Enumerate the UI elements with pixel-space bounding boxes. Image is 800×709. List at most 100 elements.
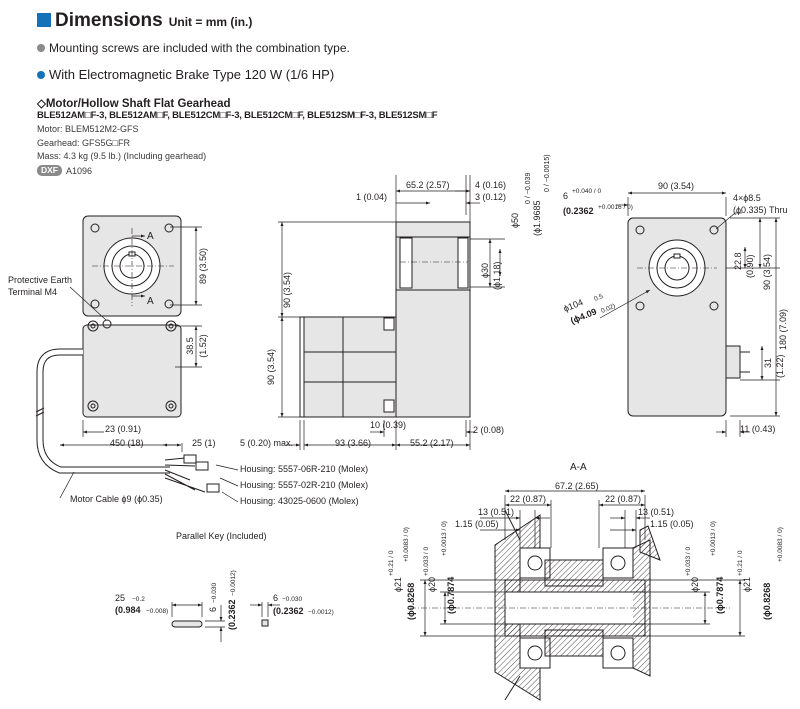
side-view-labels: 65.2 (2.57) 4 (0.16) 3 (0.12) 1 (0.04) ϕ… [240, 154, 551, 448]
dim-phi50-tol: 0 / −0.039 [525, 173, 532, 204]
dim-2: 2 (0.08) [473, 425, 504, 435]
housing-1: Housing: 5557-06R-210 (Molex) [240, 464, 368, 474]
unit-label: Unit = mm (in.) [168, 15, 253, 29]
dim-4: 4 (0.16) [475, 180, 506, 190]
dimensions-title: Dimensions [55, 10, 163, 31]
blue-bullet-icon [37, 70, 45, 79]
bearing-right-bottom [602, 637, 634, 669]
mounting-note-text: Mounting screws are included with the co… [49, 41, 350, 55]
sec-dim-22-right: 22 (0.87) [605, 494, 641, 504]
section-heading-text: With Electromagnetic Brake Type 120 W (1… [49, 67, 335, 82]
bearing-right-top [602, 547, 634, 579]
mounting-note: Mounting screws are included with the co… [37, 41, 350, 55]
dim-1: 1 (0.04) [356, 192, 387, 202]
sec-dim-phi20-left: ϕ20 [427, 577, 437, 592]
key-dim-6-in-tol: −0.0012) [230, 570, 237, 596]
gear-dim-90: 90 (3.54) [658, 181, 694, 191]
gear-dim-22-8-in: (0.90) [745, 254, 755, 278]
housing-2: Housing: 5557-02R-210 (Molex) [240, 480, 368, 490]
a-mark-top: A [147, 231, 154, 242]
key-side-view [171, 620, 203, 628]
subsection-heading: ◇Motor/Hollow Shaft Flat Gearhead [37, 98, 231, 110]
dim-5: 5 (0.20) max. [240, 438, 293, 448]
dim-90-bottom: 90 (3.54) [266, 349, 276, 385]
sec-dim-phi21-left: ϕ21 [393, 577, 403, 592]
mass-spec: Mass: 4.3 kg (9.5 lb.) (Including gearhe… [37, 151, 207, 161]
sec-dim-phi0-8268-tol-left: +0.0083 / 0) [403, 527, 410, 562]
gear-face-labels: 6 +0.040 / 0 (0.2362 +0.0016 / 0) 90 (3.… [562, 181, 788, 434]
gear-dim-31: 31 [763, 358, 773, 368]
sec-dim-1-15-left: 1.15 (0.05) [455, 519, 499, 529]
gear-dim-22-8: 22.8 [733, 252, 743, 270]
side-view [278, 175, 505, 450]
sec-dim-phi0-7874-right: (ϕ0.7874 [715, 577, 725, 614]
sec-dim-13-right: 13 (0.51) [638, 507, 674, 517]
key-dim-6b-in: (0.2362 [273, 606, 304, 616]
gear-dim-phi104-tol: 0.5 [593, 293, 604, 303]
dim-450: 450 (18) [110, 438, 144, 448]
gear-dim-31-in: (1.22) [775, 354, 785, 378]
key-end-view [261, 619, 269, 627]
key-dim-25-in: (0.984 [115, 605, 141, 615]
gear-dim-6-in-tol: +0.0016 / 0) [598, 204, 633, 211]
gear-dim-180: 180 (7.09) [778, 309, 788, 350]
sec-dim-1-15-right: 1.15 (0.05) [650, 519, 694, 529]
dim-23: 23 (0.91) [105, 424, 141, 434]
a-mark-bottom: A [147, 296, 154, 307]
parallel-key-labels: Parallel Key (Included) 25 −0.2 (0.984 −… [115, 531, 334, 630]
section-aa [410, 489, 745, 701]
section-aa-labels: A-A 67.2 (2.65) 22 (0.87) 22 (0.87) 13 (… [388, 462, 784, 620]
key-dim-25-in-tol: −0.008) [146, 608, 168, 615]
dxf-code: A1096 [66, 165, 93, 176]
dim-phi30: ϕ30 [480, 263, 490, 278]
dim-65-2: 65.2 (2.57) [406, 180, 450, 190]
dim-93: 93 (3.66) [335, 438, 371, 448]
gear-dim-6-tol: +0.040 / 0 [572, 188, 601, 195]
sec-dim-phi0-8268-right: (ϕ0.8268 [762, 583, 772, 620]
gear-face-view [599, 191, 780, 437]
gear-dim-6: 6 [563, 191, 568, 201]
dim-55-2: 55.2 (2.17) [410, 438, 454, 448]
dim-38-5: 38.5 [185, 337, 195, 355]
front-view-labels: Protective Earth Terminal M4 A A 89 (3.5… [8, 231, 368, 506]
motor-spec: Motor: BLEM512M2-GFS [37, 124, 139, 134]
gear-dim-holes-in: (ϕ0.335) Thru [733, 205, 788, 215]
dim-90-top: 90 (3.54) [282, 272, 292, 308]
sec-dim-22-left: 22 (0.87) [510, 494, 546, 504]
dim-phi50-in-tol: 0 / −0.0015) [544, 154, 551, 192]
sec-dim-phi20-tol-right: +0.033 / 0 [685, 547, 692, 576]
protective-earth-terminal [102, 319, 112, 329]
sec-dim-67-2: 67.2 (2.65) [555, 481, 599, 491]
sec-dim-phi20-right: ϕ20 [690, 577, 700, 592]
key-dim-6b: 6 [273, 593, 278, 603]
dim-phi30-in: (ϕ1.18) [492, 261, 502, 290]
housing-3: Housing: 43025-0600 (Molex) [240, 496, 359, 506]
sec-dim-phi0-8268-left: (ϕ0.8268 [406, 583, 416, 620]
model-list: BLE512AM□F-3, BLE512AM□F, BLE512CM□F-3, … [37, 110, 438, 121]
dimensions-title-row: Dimensions Unit = mm (in.) [37, 10, 252, 32]
dim-38-5-in: (1.52) [198, 334, 208, 358]
gear-dim-6-in: (0.2362 [563, 206, 594, 216]
dim-10: 10 (0.39) [370, 420, 406, 430]
sec-dim-phi20-tol-left: +0.033 / 0 [423, 547, 430, 576]
sec-dim-phi0-7874-tol-left: +0.0013 / 0) [441, 521, 448, 556]
gear-dim-90-v: 90 (3.54) [762, 254, 772, 290]
motor-body-front [82, 324, 182, 418]
dim-3: 3 (0.12) [475, 192, 506, 202]
dxf-row: DXF A1096 [37, 165, 92, 176]
gear-dim-holes: 4×ϕ8.5 [733, 193, 761, 203]
key-dim-6: 6 [208, 607, 218, 612]
sec-dim-phi0-8268-tol-right: +0.0083 / 0) [777, 527, 784, 562]
dxf-badge[interactable]: DXF [37, 165, 62, 176]
flange-hole-tl [90, 223, 100, 233]
dim-phi50-in: (ϕ1.9685 [532, 200, 542, 236]
parallel-key-title: Parallel Key (Included) [176, 531, 267, 541]
pe-label-1: Protective Earth [8, 275, 72, 285]
sec-dim-phi21-tol-left: +0.21 / 0 [388, 550, 395, 576]
section-aa-title: A-A [570, 462, 587, 473]
gear-dim-11: 11 (0.43) [740, 424, 775, 434]
motor-cable-label: Motor Cable ϕ9 (ϕ0.35) [70, 494, 163, 504]
dim-25: 25 (1) [192, 438, 216, 448]
sec-dim-13-left: 13 (0.51) [478, 507, 514, 517]
